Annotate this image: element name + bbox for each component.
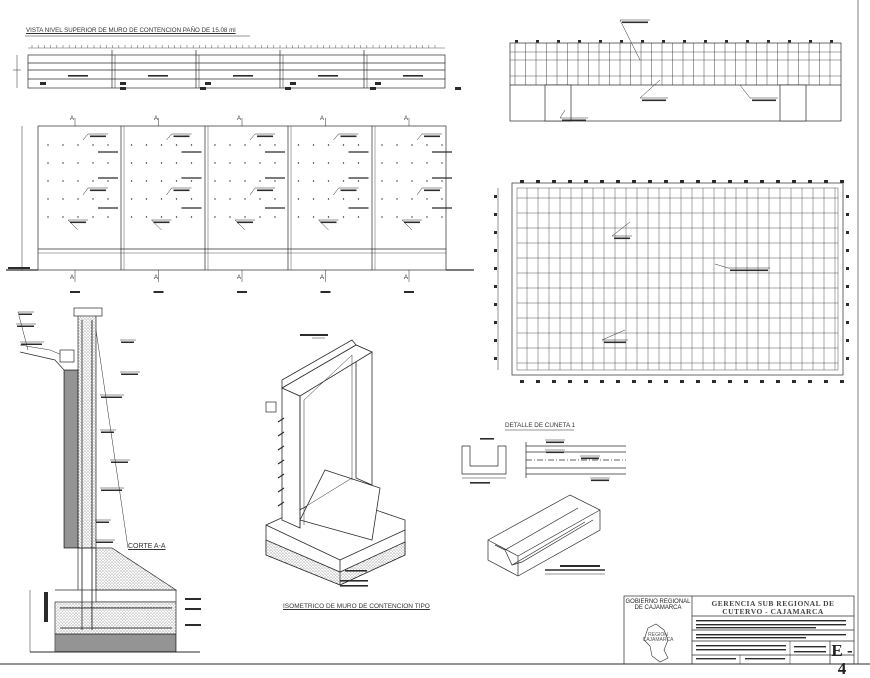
cut-marker: A xyxy=(154,275,159,281)
region-map-label: REGION CAJAMARCA xyxy=(638,632,678,644)
isometric-view xyxy=(265,334,406,587)
owner-line-1: GOBIERNO REGIONAL xyxy=(625,599,691,605)
title-block xyxy=(623,595,855,665)
section-title: CORTE A-A xyxy=(128,543,166,550)
gutter-title: DETALLE DE CUNETA 1 xyxy=(505,422,576,429)
joint-detail xyxy=(509,19,842,122)
owner-line-2: DE CAJAMARCA xyxy=(634,605,682,612)
top-view xyxy=(13,35,461,90)
section-a-a xyxy=(16,307,201,653)
cut-marker: A xyxy=(237,275,242,281)
office-name: GERENCIA SUB REGIONAL DE CUTERVO - CAJAM… xyxy=(692,600,854,616)
gutter-detail xyxy=(461,429,626,577)
cut-marker: A xyxy=(320,275,325,281)
cut-marker: A xyxy=(404,275,409,281)
cut-marker: A xyxy=(404,116,409,122)
rebar-grid xyxy=(494,180,849,383)
top-view-title: VISTA NIVEL SUPERIOR DE MURO DE CONTENCI… xyxy=(26,27,236,34)
office-line-2: CUTERVO - CAJAMARCA xyxy=(722,606,824,616)
cut-marker: A xyxy=(237,116,242,122)
map-label-line-1: REGION xyxy=(648,632,668,638)
elevation-view xyxy=(6,118,474,293)
region-map xyxy=(643,623,669,663)
cut-marker: A xyxy=(70,116,75,122)
cut-marker: A xyxy=(320,116,325,122)
cut-marker: A xyxy=(70,275,75,281)
cut-marker: A xyxy=(154,116,159,122)
office-line-1: GERENCIA SUB REGIONAL DE xyxy=(711,599,835,608)
isometric-title: ISOMETRICO DE MURO DE CONTENCION TIPO xyxy=(283,603,430,610)
sheet-number: E - 4 xyxy=(831,641,853,678)
map-label-line-2: CAJAMARCA xyxy=(642,637,674,644)
owner-name: GOBIERNO REGIONAL DE CAJAMARCA xyxy=(624,599,692,612)
